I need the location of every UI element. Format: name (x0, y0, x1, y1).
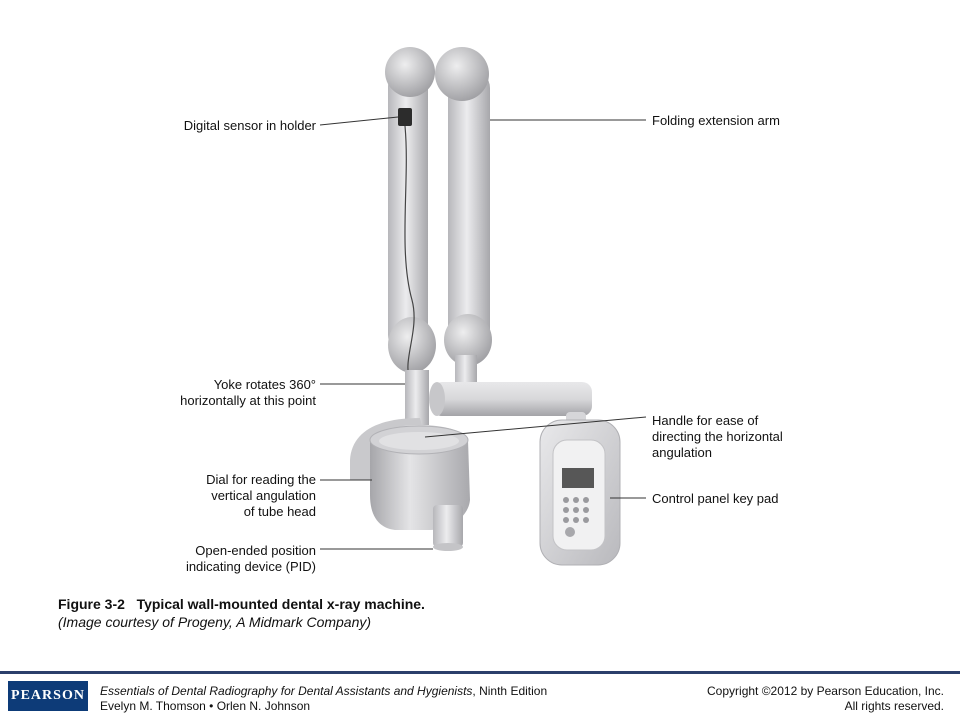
top-right-joint (435, 47, 489, 101)
figure-credit: (Image courtesy of Progeny, A Midmark Co… (58, 614, 372, 630)
horizontal-arm (432, 382, 592, 416)
leader-sensor (319, 116, 399, 126)
yoke (405, 370, 429, 425)
book-authors: Evelyn M. Thomson • Orlen N. Johnson (100, 699, 311, 713)
pid (433, 505, 463, 547)
control-panel-display (562, 468, 594, 488)
top-left-joint (385, 47, 435, 97)
book-title: Essentials of Dental Radiography for Den… (100, 684, 473, 698)
footer-copyright: Copyright ©2012 by Pearson Education, In… (707, 684, 944, 714)
callout-digital-sensor: Digital sensor in holder (183, 118, 316, 133)
callout-folding-arm: Folding extension arm (652, 113, 780, 128)
callout-yoke: Yoke rotates 360° horizontally at this p… (180, 377, 316, 408)
callout-control-panel: Control panel key pad (652, 491, 779, 506)
figure-caption: Figure 3-2 Typical wall-mounted dental x… (58, 595, 425, 631)
callout-dial: Dial for reading the vertical angulation… (206, 472, 316, 519)
footer-divider (0, 671, 960, 674)
footer-book-info: Essentials of Dental Radiography for Den… (100, 684, 547, 714)
pearson-logo: PEARSON (8, 681, 88, 711)
footer (0, 674, 960, 720)
sensor-holder (398, 108, 412, 126)
callout-pid: Open-ended position indicating device (P… (185, 543, 316, 574)
rights-line: All rights reserved. (844, 699, 944, 713)
leader-handle (424, 416, 647, 438)
copyright-line: Copyright ©2012 by Pearson Education, In… (707, 684, 944, 698)
figure-number: Figure 3-2 (58, 596, 125, 612)
left-arm-segment (388, 68, 428, 353)
figure-title: Typical wall-mounted dental x-ray machin… (136, 596, 425, 612)
lower-right-joint (444, 314, 492, 366)
right-arm-segment (448, 70, 490, 360)
lower-left-joint (388, 317, 436, 373)
xray-machine-illustration (319, 47, 647, 566)
callout-handle: Handle for ease of directing the horizon… (652, 413, 783, 460)
book-edition: , Ninth Edition (472, 684, 548, 698)
